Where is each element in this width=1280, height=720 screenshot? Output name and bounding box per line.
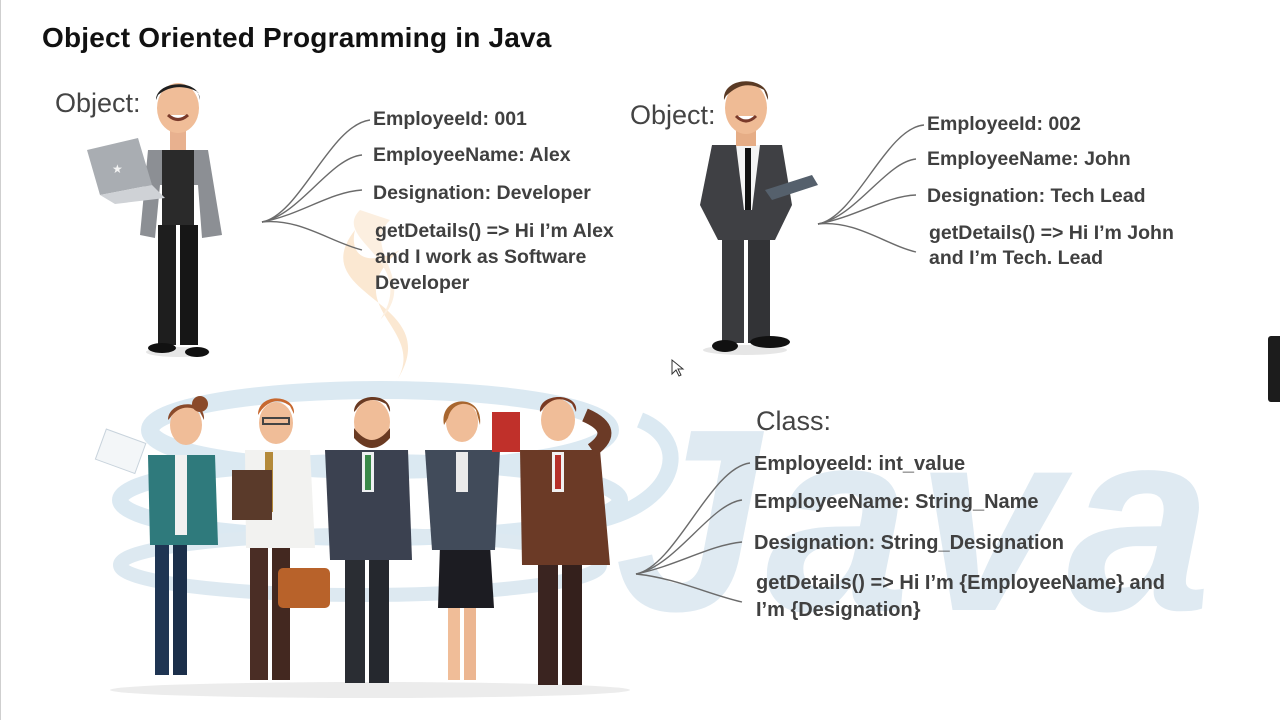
john-connectors (817, 124, 925, 253)
john-object-label: Object: (630, 100, 716, 130)
employee-group-figures (94, 396, 630, 698)
alex-get-details-line3: Developer (375, 272, 470, 294)
class-employee-id: EmployeeId: int_value (754, 453, 966, 475)
alex-employee-id: EmployeeId: 001 (373, 108, 527, 130)
alex-get-details-line1: getDetails() => Hi I’m Alex (375, 220, 614, 242)
john-employee-id: EmployeeId: 002 (927, 113, 1081, 135)
john-get-details-line1: getDetails() => Hi I’m John (929, 222, 1174, 244)
class-get-details-line2: I’m {Designation} (756, 599, 921, 621)
class-label: Class: (756, 406, 832, 436)
alex-figure: ★ (87, 83, 222, 357)
java-watermark-text: Java (615, 376, 1217, 666)
alex-connectors (261, 119, 371, 251)
slide-title: Object Oriented Programming in Java (42, 22, 552, 53)
john-designation: Designation: Tech Lead (927, 185, 1146, 207)
alex-designation: Designation: Developer (373, 182, 591, 204)
group-person-2 (232, 398, 330, 680)
class-employee-name: EmployeeName: String_Name (754, 491, 1039, 513)
group-person-3 (325, 397, 412, 683)
alex-employee-name: EmployeeName: Alex (373, 144, 571, 166)
class-connectors (635, 462, 751, 603)
mouse-cursor-icon (671, 358, 685, 377)
class-designation: Designation: String_Designation (754, 532, 1065, 554)
john-figure (700, 81, 818, 355)
alex-object-label: Object: (55, 88, 141, 118)
group-person-4 (425, 401, 520, 680)
john-get-details-line2: and I’m Tech. Lead (929, 247, 1104, 269)
group-person-5 (520, 397, 612, 685)
alex-get-details-line2: and I work as Software (375, 246, 587, 268)
svg-text:★: ★ (112, 162, 123, 176)
class-get-details-line1: getDetails() => Hi I’m {EmployeeName} an… (756, 572, 1166, 594)
john-employee-name: EmployeeName: John (927, 148, 1131, 170)
side-panel-handle[interactable] (1268, 336, 1280, 402)
group-person-1 (94, 396, 218, 675)
